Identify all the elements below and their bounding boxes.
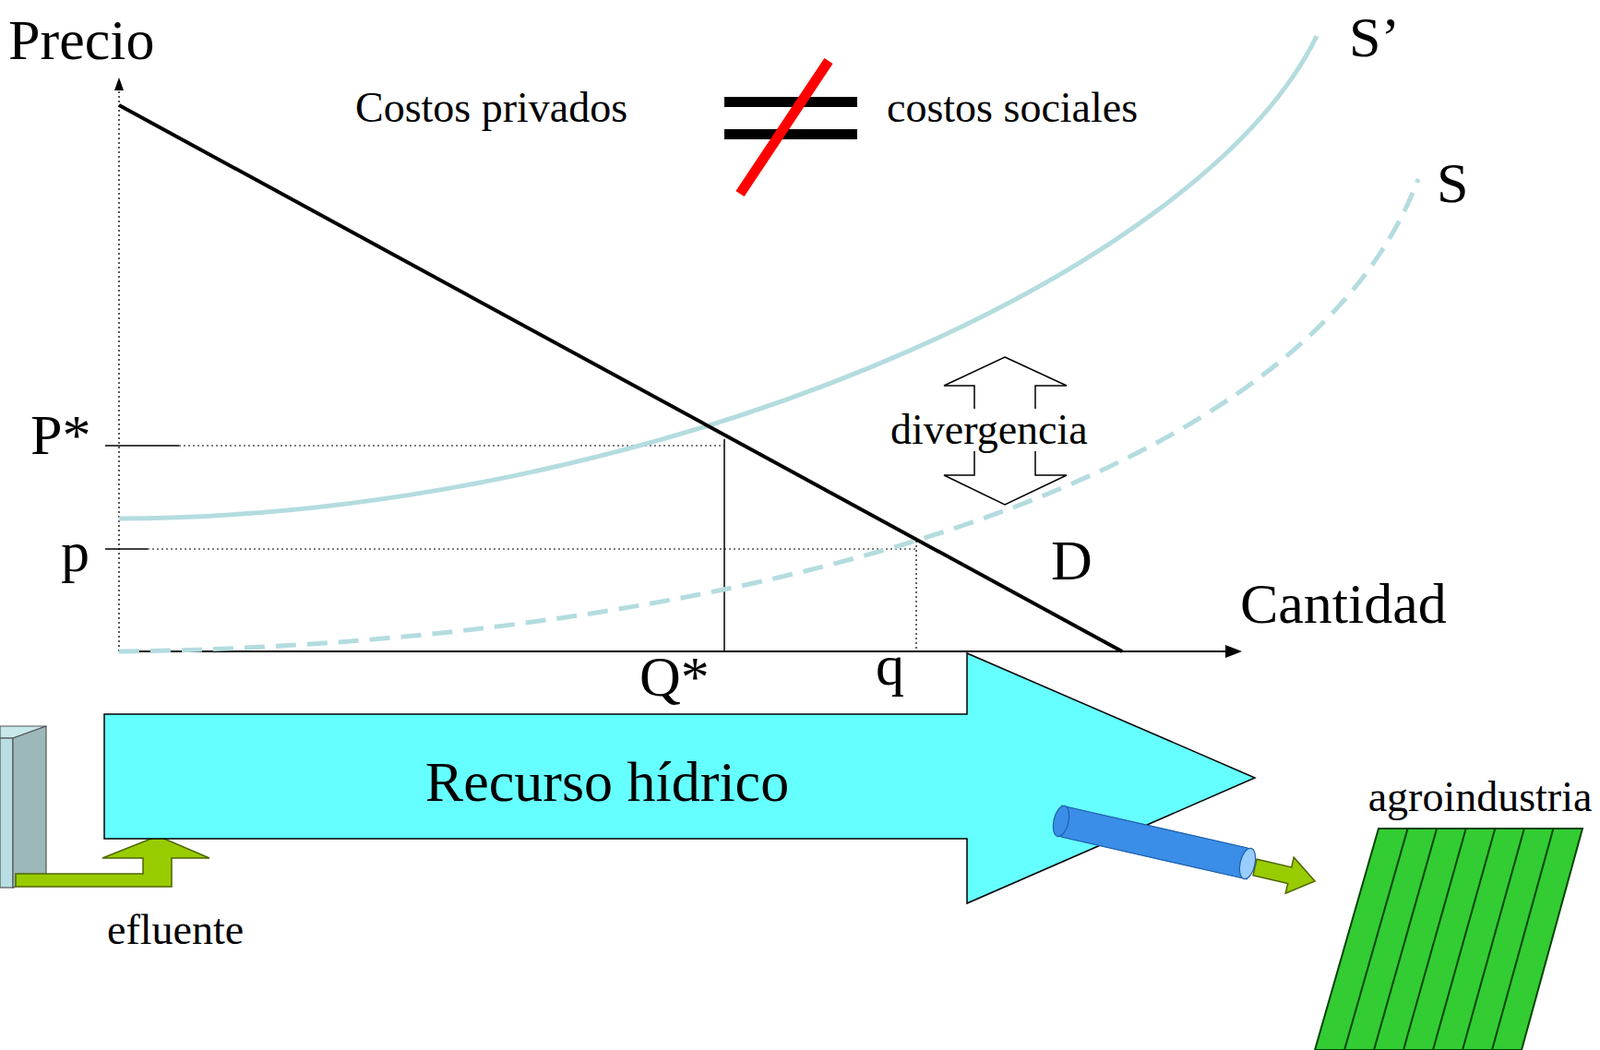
- field-row: [1462, 828, 1525, 1050]
- pipe-body: [1061, 821, 1248, 864]
- price-label: P*: [30, 405, 91, 464]
- effluent-label: efluente: [107, 908, 244, 952]
- field-row: [1492, 828, 1553, 1050]
- quantity-line: [723, 439, 726, 652]
- not-slash: [740, 60, 829, 194]
- cost-note: costos sociales: [886, 86, 1138, 130]
- curve-name: S: [1436, 154, 1469, 212]
- guide-line: [147, 548, 917, 550]
- axis-arrowhead: [1225, 644, 1242, 658]
- node-label: Recurso hídrico: [425, 752, 789, 811]
- field-shape: [1314, 828, 1583, 1050]
- river-arrow: Recurso hídrico: [104, 653, 1255, 904]
- node-label: agroindustria: [1368, 776, 1593, 819]
- price-label: p: [60, 523, 90, 581]
- field-row: [1373, 828, 1437, 1050]
- cost-note: Costos privados: [355, 86, 628, 130]
- axis-title: Cantidad: [1240, 574, 1447, 633]
- guide-line: [915, 540, 917, 652]
- field-row: [1403, 828, 1467, 1050]
- quantity-label: q: [875, 636, 905, 694]
- connector-arrow: [1253, 857, 1315, 894]
- axis-arrowhead: [114, 77, 124, 91]
- effluent-arrow: [15, 835, 210, 887]
- curve-name: D: [1050, 531, 1093, 589]
- pipe-mouth: [1236, 847, 1258, 882]
- river-shape: [104, 653, 1255, 904]
- equal-bar: [724, 129, 858, 140]
- divergence-label: divergencia: [890, 408, 1088, 452]
- supply-arrow: [1253, 857, 1315, 894]
- building-front: [0, 738, 13, 888]
- pipe-edge: [1061, 836, 1248, 880]
- social-supply-curve: [119, 35, 1317, 519]
- axis-title: Precio: [8, 11, 155, 69]
- equal-bar: [724, 96, 858, 108]
- y-axis: [118, 88, 120, 652]
- supply-curve: [119, 179, 1419, 652]
- field-row: [1344, 828, 1409, 1050]
- agro-field: agroindustria: [1314, 770, 1600, 1050]
- curve-name: S’: [1349, 8, 1400, 66]
- price-tick: [105, 444, 180, 447]
- demand-line: [119, 105, 1123, 652]
- price-tick: [105, 548, 148, 550]
- building-side: [12, 726, 47, 888]
- quantity-label: Q*: [639, 647, 710, 705]
- field-row: [1432, 828, 1495, 1050]
